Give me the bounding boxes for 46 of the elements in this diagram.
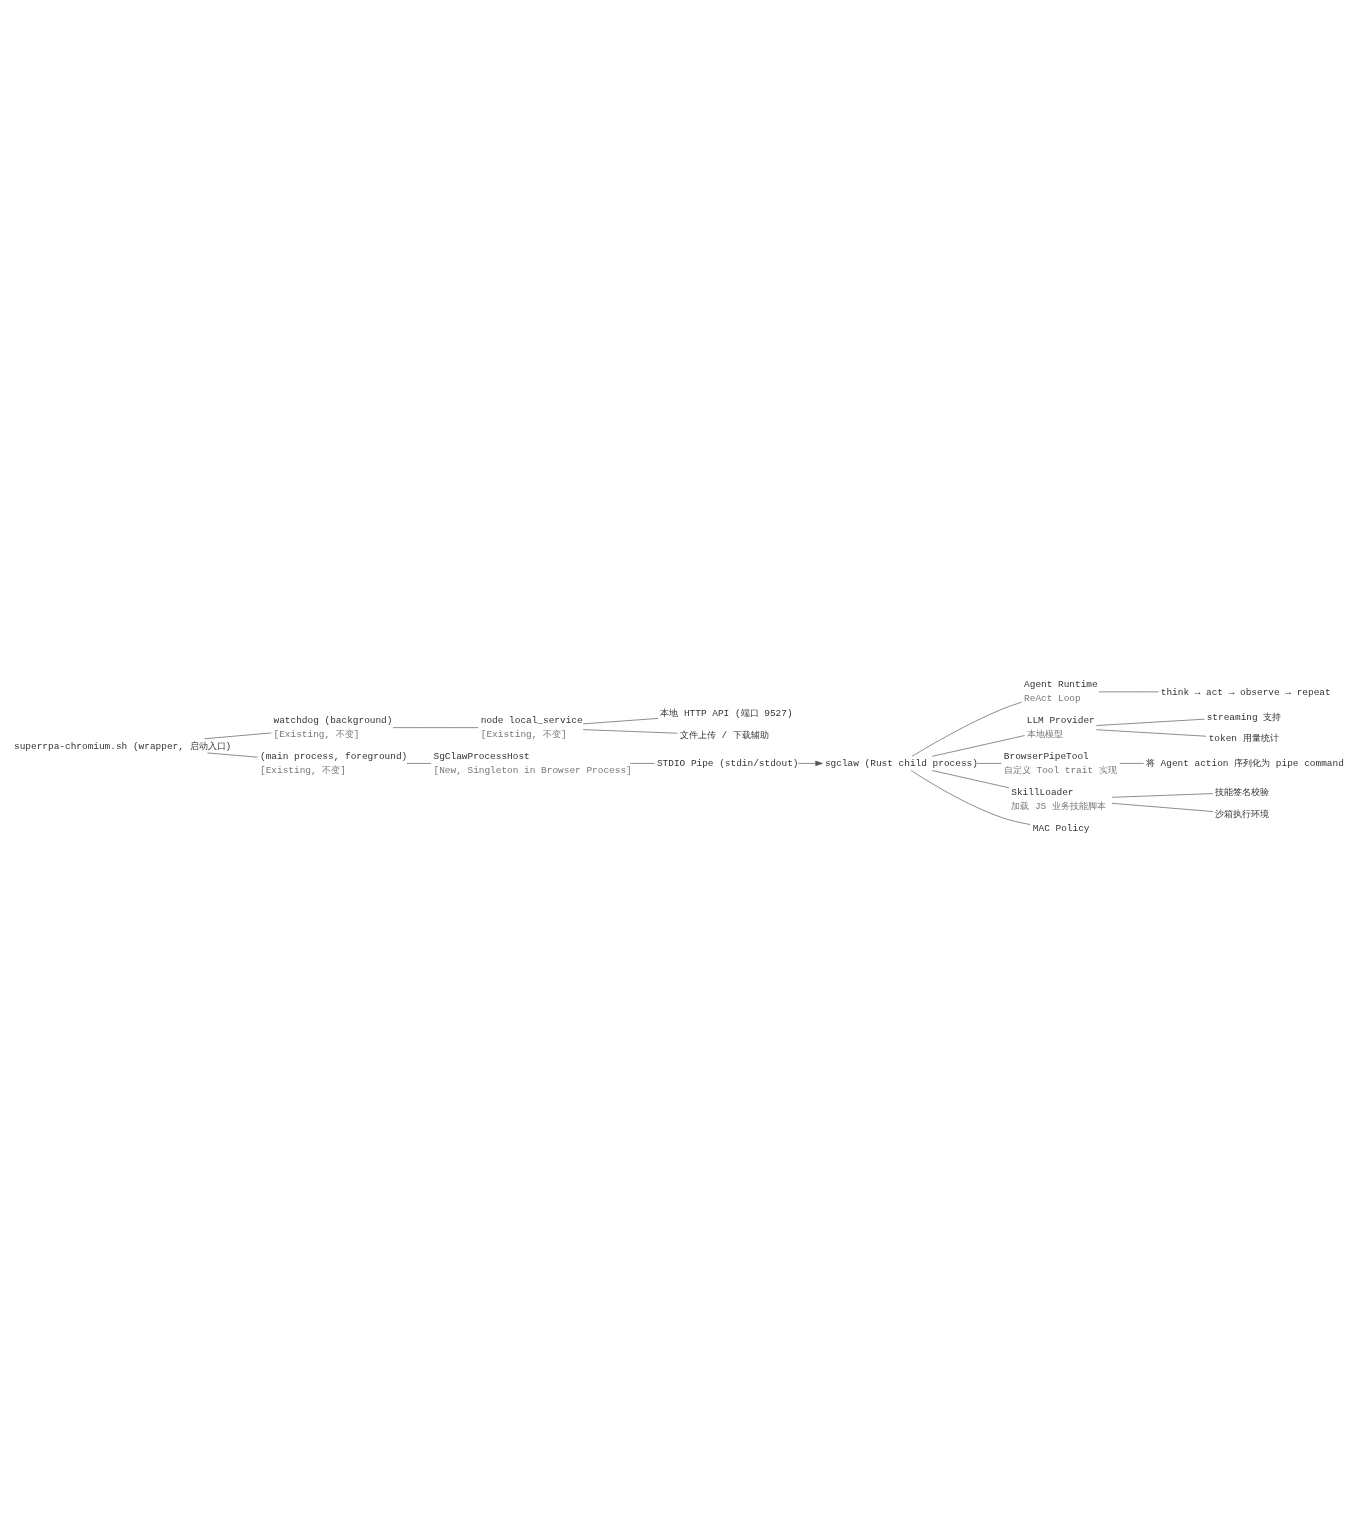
node-text: streaming 支持 [1206, 711, 1282, 723]
node-text: watchdog (background) [273, 715, 393, 727]
connector [976, 763, 1002, 764]
node-text: STDIO Pipe (stdin/stdout) [656, 758, 799, 770]
node-text: 将 Agent action 序列化为 pipe command [1145, 758, 1344, 770]
node-text: (main process, foreground) [260, 750, 408, 762]
node-text: 本地 HTTP API (端口 9527) [660, 708, 793, 720]
node-text: sgclaw (Rust child process) [824, 758, 978, 770]
node-label: 本地模型 [1026, 729, 1063, 741]
node-text: BrowserPipeTool [1003, 750, 1089, 762]
node-text: Agent Runtime [1024, 679, 1098, 691]
node-text: 文件上传 / 下载辅助 [679, 729, 769, 741]
node-label: 自定义 Tool trait 实现 [1003, 765, 1117, 776]
connector [392, 727, 479, 728]
node-label: 加载 JS 业务技能脚本 [1011, 800, 1106, 812]
node-text: superrpa-chromium.sh (wrapper, 启动入口) [14, 740, 232, 752]
connector [204, 732, 272, 740]
node-label: [New, Singleton in Browser Process] [433, 765, 632, 776]
connector [1111, 803, 1214, 812]
node-text: LLM Provider [1026, 715, 1095, 727]
node-text: think → act → observe → repeat [1160, 686, 1331, 698]
node-label: ReAct Loop [1024, 693, 1081, 705]
connector [931, 770, 1010, 789]
connector [931, 735, 1025, 757]
node-label: [Existing, 不变] [260, 765, 346, 776]
connector [1111, 793, 1214, 798]
connector [1119, 763, 1145, 764]
connector [207, 752, 258, 758]
connector [1096, 729, 1207, 737]
node-label: [Existing, 不变] [480, 729, 567, 741]
node-text: node local_service [480, 715, 583, 727]
node-text: 沙箱执行环境 [1215, 808, 1270, 820]
connector [1096, 718, 1205, 726]
arrow [798, 760, 823, 767]
node-label: [Existing, 不变] [273, 729, 360, 741]
connector [406, 763, 432, 764]
node-text: token 用量统计 [1208, 733, 1279, 745]
connector [582, 729, 678, 734]
node-text: SgClawProcessHost [433, 750, 530, 762]
node-text: 技能签名校验 [1215, 787, 1270, 799]
node-text: MAC Policy [1032, 823, 1090, 835]
connector [629, 763, 655, 764]
connector [911, 701, 1023, 757]
node-text: SkillLoader [1011, 786, 1074, 798]
connector [910, 770, 1031, 825]
connector [582, 718, 659, 725]
